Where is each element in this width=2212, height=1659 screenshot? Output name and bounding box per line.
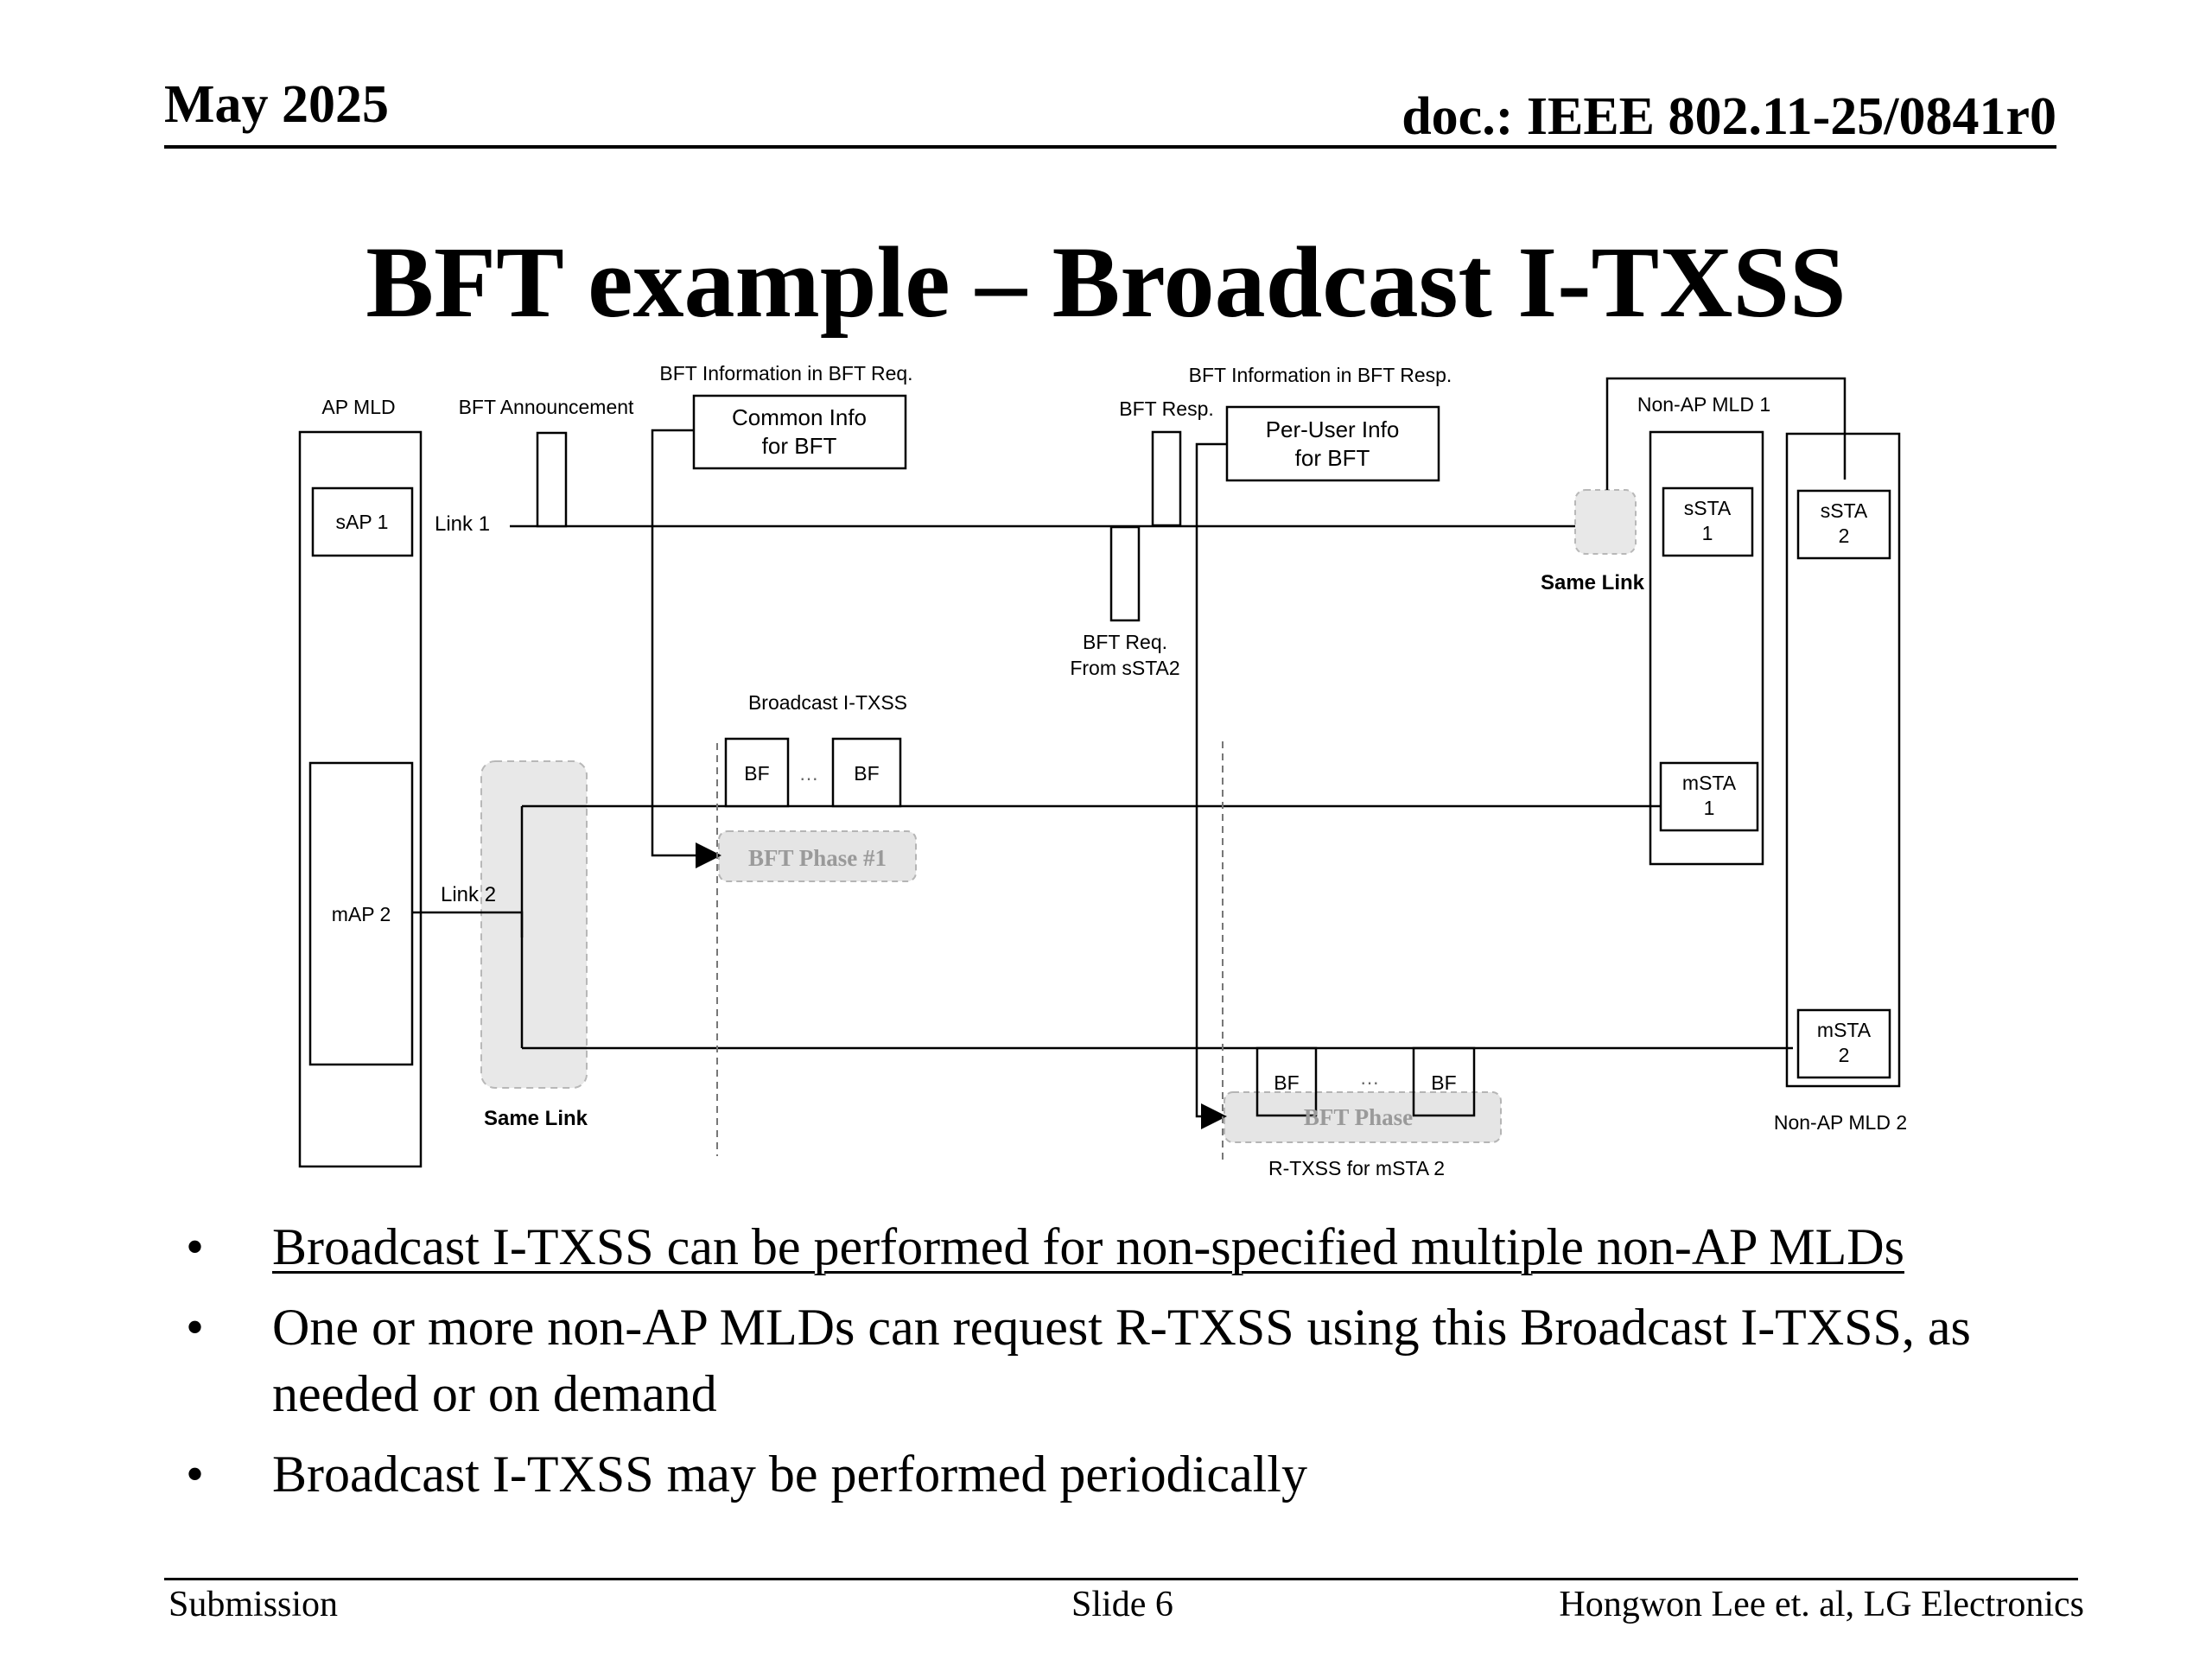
msta2-line2: 2 xyxy=(1839,1044,1850,1066)
bullet-text: Broadcast I-TXSS may be performed period… xyxy=(272,1446,1307,1503)
rtxss-bf-frame-first xyxy=(1255,1046,1318,1117)
ssta1-line1: sSTA xyxy=(1684,497,1732,519)
non-ap-mld1-box xyxy=(1649,430,1764,866)
same-link-label-ap: Same Link xyxy=(484,1107,588,1130)
footer-divider xyxy=(164,1578,2078,1580)
same-link-region-sta xyxy=(1574,489,1637,555)
link1-label: Link 1 xyxy=(435,512,490,536)
bft-announcement-frame xyxy=(536,431,568,528)
bf-frame-last-label: BF xyxy=(854,762,879,785)
non-ap-mld2-box xyxy=(1785,432,1901,1088)
bullet-text: Broadcast I-TXSS can be performed for no… xyxy=(272,1218,1904,1275)
ap-mld-box xyxy=(298,430,423,1168)
bf-frame-last xyxy=(831,737,902,808)
bft-phase-label: BFT Phase xyxy=(1304,1104,1413,1130)
ssta1-line2: 1 xyxy=(1702,522,1713,544)
non-ap-mld2-label: Non-AP MLD 2 xyxy=(1774,1111,1907,1134)
common-info-arrow xyxy=(651,429,721,868)
bft-info-req-label: BFT Information in BFT Req. xyxy=(659,362,912,385)
map2-label: mAP 2 xyxy=(332,903,391,925)
rtxss-label: R-TXSS for mSTA 2 xyxy=(1268,1157,1445,1179)
msta1-box xyxy=(1659,761,1759,832)
non-ap-mld1-link-bracket xyxy=(1605,377,1847,490)
per-user-info-line1: Per-User Info xyxy=(1266,416,1400,442)
bft-info-resp-label: BFT Information in BFT Resp. xyxy=(1189,364,1452,386)
slide-title: BFT example – Broadcast I-TXSS xyxy=(365,226,1847,339)
bullet-item: • Broadcast I-TXSS may be performed perio… xyxy=(186,1441,2087,1508)
bf-ellipsis-2: … xyxy=(1360,1066,1380,1089)
bft-req-line1: BFT Req. xyxy=(1083,631,1167,653)
footer-slide-number: Slide 6 xyxy=(1071,1585,1173,1624)
rtxss-bf-last-label: BF xyxy=(1431,1071,1456,1094)
bf-frame-first xyxy=(724,737,790,808)
msta1-line2: 1 xyxy=(1704,797,1715,819)
bullet-marker: • xyxy=(186,1218,205,1275)
per-user-info-line2: for BFT xyxy=(1295,445,1370,471)
same-link-region-ap xyxy=(480,760,588,1089)
bft-req-frame xyxy=(1109,525,1141,622)
footer-submission: Submission xyxy=(168,1585,339,1624)
broadcast-itxss-label: Broadcast I-TXSS xyxy=(748,691,907,714)
bft-req-line2: From sSTA2 xyxy=(1070,657,1179,679)
bf-frame-first-label: BF xyxy=(744,762,769,785)
per-user-info-arrow xyxy=(1195,442,1227,1129)
bullet-item: • One or more non-AP MLDs can request R-T… xyxy=(186,1294,2087,1427)
common-info-box xyxy=(692,394,907,470)
header-doc-id: doc.: IEEE 802.11-25/0841r0 xyxy=(1402,87,2056,146)
bft-phase1-label: BFT Phase #1 xyxy=(748,845,887,871)
ssta1-box xyxy=(1662,486,1754,557)
bullet-text: One or more non-AP MLDs can request R-TX… xyxy=(272,1299,1971,1422)
common-info-line2: for BFT xyxy=(762,433,837,459)
common-info-line1: Common Info xyxy=(732,404,867,430)
ssta2-line2: 2 xyxy=(1839,524,1850,547)
sap1-box xyxy=(311,486,414,557)
msta1-line1: mSTA xyxy=(1682,772,1737,794)
map2-box xyxy=(308,761,414,1066)
ssta2-line1: sSTA xyxy=(1821,499,1868,522)
rtxss-bf-frame-last xyxy=(1412,1046,1476,1117)
header-date: May 2025 xyxy=(164,75,390,134)
header-divider xyxy=(164,145,2056,149)
footer-author: Hongwon Lee et. al, LG Electronics xyxy=(1559,1585,2084,1624)
msta2-line1: mSTA xyxy=(1817,1019,1872,1041)
msta2-box xyxy=(1796,1008,1891,1079)
rtxss-bf-first-label: BF xyxy=(1274,1071,1299,1094)
sap1-label: sAP 1 xyxy=(336,511,389,533)
ap-mld-label: AP MLD xyxy=(321,396,395,418)
bft-resp-label: BFT Resp. xyxy=(1119,397,1214,420)
link2-label: Link 2 xyxy=(441,883,496,906)
bf-ellipsis-1: … xyxy=(799,762,819,785)
bullet-marker: • xyxy=(186,1446,205,1503)
bft-phase-box xyxy=(1224,1091,1502,1143)
bullet-item: • Broadcast I-TXSS can be performed for n… xyxy=(186,1214,2087,1281)
ssta2-box xyxy=(1796,489,1891,560)
bft-announcement-label: BFT Announcement xyxy=(459,396,634,418)
same-link-label-sta: Same Link xyxy=(1541,571,1645,594)
bullet-list: • Broadcast I-TXSS can be performed for n… xyxy=(186,1214,2087,1522)
non-ap-mld1-label: Non-AP MLD 1 xyxy=(1637,393,1770,416)
bullet-marker: • xyxy=(186,1299,205,1356)
bft-resp-frame xyxy=(1151,430,1182,527)
